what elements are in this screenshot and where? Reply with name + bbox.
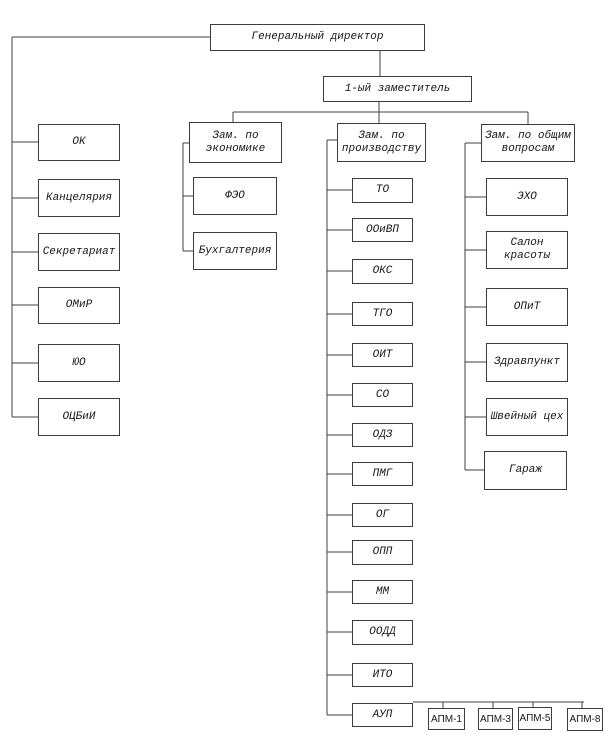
node-general-director: Генеральный директор — [210, 24, 425, 51]
node-opit: ОПиТ — [486, 288, 568, 326]
node-oodd: ООДД — [352, 620, 413, 645]
node-tgo: ТГО — [352, 302, 413, 326]
node-og: ОГ — [352, 503, 413, 527]
node-kantselyariya: Канцелярия — [38, 179, 120, 217]
node-salon-krasoty: Салон красоты — [486, 231, 568, 269]
node-otsbii: ОЦБиИ — [38, 398, 120, 436]
node-apm-8: АПМ-8 — [567, 708, 603, 731]
node-first-deputy: 1-ый заместитель — [323, 76, 472, 102]
node-economics-deputy: Зам. по экономике — [189, 122, 282, 163]
node-apm-1: АПМ-1 — [428, 708, 465, 730]
node-buhgalteriya: Бухгалтерия — [193, 232, 277, 270]
node-shveyny-tseh: Швейный цех — [486, 398, 568, 436]
node-oit: ОИТ — [352, 343, 413, 367]
node-aup: АУП — [352, 703, 413, 727]
node-zdravpunkt: Здравпункт — [486, 343, 568, 382]
node-yuo: ЮО — [38, 344, 120, 382]
node-garazh: Гараж — [484, 451, 567, 490]
node-odz: ОДЗ — [352, 423, 413, 447]
node-mm: ММ — [352, 580, 413, 604]
node-ok: ОК — [38, 124, 120, 161]
node-general-affairs-deputy: Зам. по общим вопросам — [481, 124, 575, 162]
node-ito: ИТО — [352, 663, 413, 687]
node-feo: ФЭО — [193, 177, 277, 215]
node-to: ТО — [352, 178, 413, 203]
node-apm-5: АПМ-5 — [518, 707, 552, 730]
node-pmg: ПМГ — [352, 462, 413, 486]
node-sekretariat: Секретариат — [38, 233, 120, 271]
node-eho: ЭХО — [486, 178, 568, 216]
node-production-deputy: Зам. по производству — [337, 123, 426, 162]
node-opp: ОПП — [352, 540, 413, 565]
node-oks: ОКС — [352, 259, 413, 284]
node-omir: ОМиР — [38, 287, 120, 324]
node-ooivp: ООиВП — [352, 218, 413, 242]
node-so: СО — [352, 383, 413, 407]
node-apm-3: АПМ-3 — [478, 708, 513, 730]
